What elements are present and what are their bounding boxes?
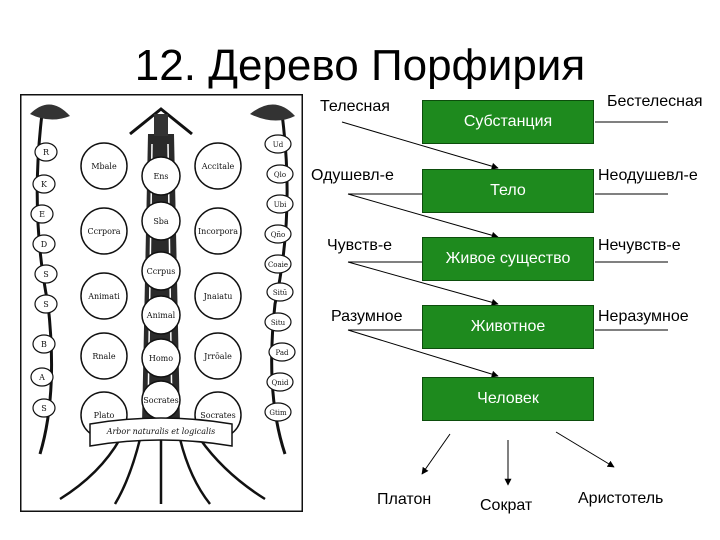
descent-arrow xyxy=(347,193,499,239)
woodcut-left-letter: R xyxy=(43,148,50,157)
differentia-left-label: Чувств-е xyxy=(327,237,393,254)
woodcut-left-letter: K xyxy=(41,180,48,189)
woodcut-right-small-word: Ubi xyxy=(274,201,287,209)
differentia-right-label: Бестелесная xyxy=(607,93,703,110)
woodcut-right-word: Incorpora xyxy=(198,227,238,236)
woodcut-left-letter: E xyxy=(39,210,45,219)
concept-box-body: Тело xyxy=(422,169,594,213)
woodcut-right-small-word: Qnid xyxy=(272,379,289,387)
porphyry-tree-woodcut: Ens Sba Ccrpus Animal Homo Socrates Mbal… xyxy=(20,94,303,512)
woodcut-left-letter: D xyxy=(41,240,47,249)
individual-plato: Платон xyxy=(377,491,432,508)
woodcut-left-word: Mbale xyxy=(91,162,117,171)
woodcut-right-small-word: Gtim xyxy=(269,409,287,417)
woodcut-left-letter: A xyxy=(38,373,45,382)
woodcut-right-small-word: Qlo xyxy=(274,171,286,179)
differentia-left-label: Разумное xyxy=(331,308,403,325)
woodcut-left-letter: S xyxy=(43,270,48,279)
woodcut-right-word: Jnaiatu xyxy=(203,292,233,301)
woodcut-center-word: Sba xyxy=(153,217,169,226)
woodcut-center-word: Ens xyxy=(153,172,168,181)
woodcut-right-word: Jrrōale xyxy=(203,352,232,361)
differentia-right-label: Неразумное xyxy=(598,308,689,325)
woodcut-left-word: Ccrpora xyxy=(88,227,121,236)
woodcut-left-letter: S xyxy=(41,404,46,413)
woodcut-center-word: Ccrpus xyxy=(147,267,176,276)
differentia-right-label: Нечувств-е xyxy=(598,237,681,254)
differentia-right-label: Неодушевл-е xyxy=(598,167,698,184)
concept-box-animal: Животное xyxy=(422,305,594,349)
woodcut-right-small-word: Qño xyxy=(271,231,285,239)
woodcut-left-letter: S xyxy=(43,300,48,309)
woodcut-center-word: Animal xyxy=(146,311,176,320)
woodcut-right-small-word: Pad xyxy=(275,349,289,357)
differentia-left-label: Одушевл-е xyxy=(311,167,394,184)
descent-arrow xyxy=(341,121,499,170)
woodcut-left-word: Rnale xyxy=(92,352,116,361)
descent-arrow xyxy=(347,261,499,306)
woodcut-right-small-word: Situ xyxy=(271,319,286,327)
woodcut-caption: Arbor naturalis et logicalis xyxy=(106,427,216,436)
concept-box-substance: Субстанция xyxy=(422,100,594,144)
woodcut-right-word: Accitale xyxy=(201,162,235,171)
slide-title: 12. Дерево Порфирия xyxy=(134,41,586,90)
individual-arrow xyxy=(421,433,451,475)
woodcut-right-small-word: Ud xyxy=(273,141,284,149)
descent-arrow xyxy=(347,329,499,378)
individual-aristotle: Аристотель xyxy=(578,490,664,507)
woodcut-left-letter: B xyxy=(41,340,47,349)
individual-arrow xyxy=(555,431,615,468)
concept-box-living-being: Живое существо xyxy=(422,237,594,281)
woodcut-right-small-word: Coaie xyxy=(268,261,288,269)
woodcut-left-word: Plato xyxy=(94,411,115,420)
concept-box-human: Человек xyxy=(422,377,594,421)
woodcut-left-word: Animati xyxy=(87,292,120,301)
woodcut-center-word: Socrates xyxy=(143,396,178,405)
woodcut-center-word: Homo xyxy=(149,354,173,363)
woodcut-right-small-word: Sitū xyxy=(273,289,288,297)
individual-socrates: Сократ xyxy=(480,497,533,514)
woodcut-right-word: Socrates xyxy=(200,411,235,420)
differentia-left-label: Телесная xyxy=(320,98,390,115)
